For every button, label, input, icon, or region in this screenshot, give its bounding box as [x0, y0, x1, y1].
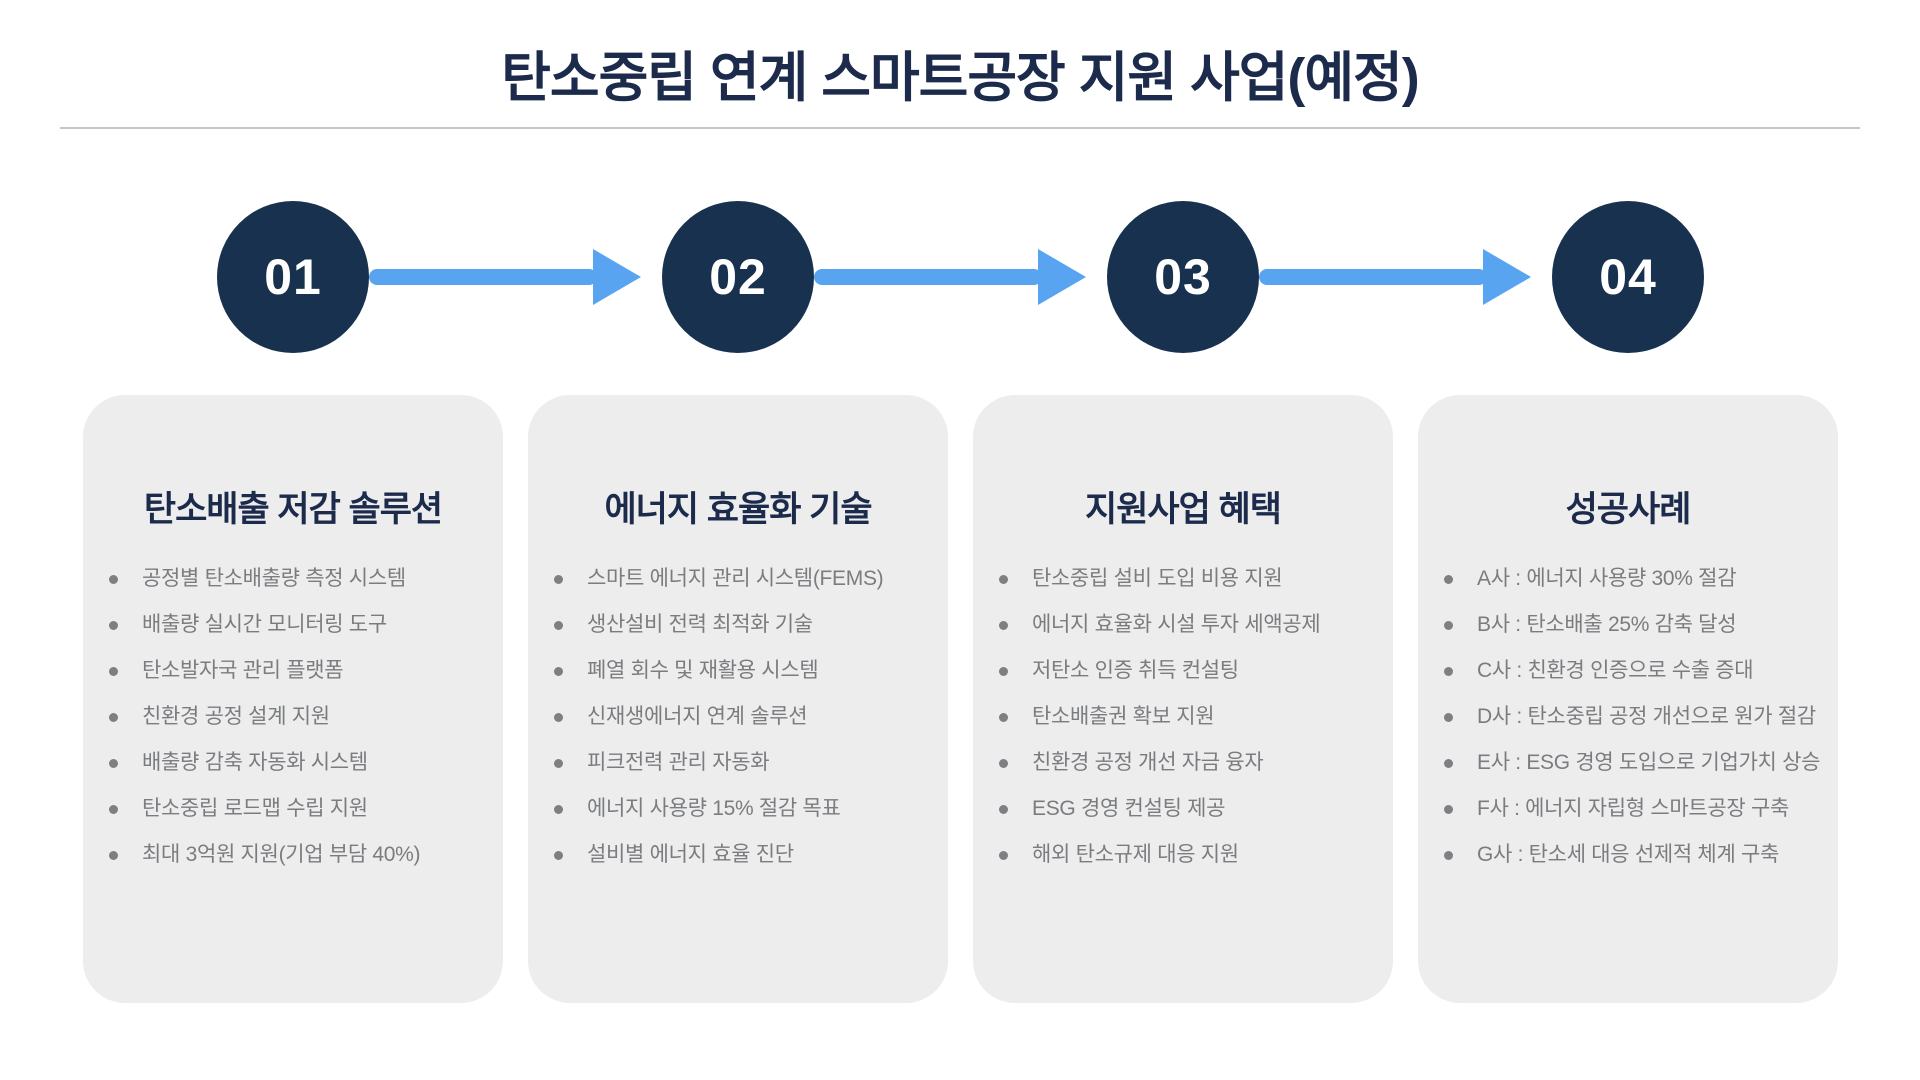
- bullet-icon: [999, 713, 1008, 722]
- bullet-icon: [109, 805, 118, 814]
- bullet-icon: [1444, 575, 1453, 584]
- card-title: 지원사업 혜택: [1085, 490, 1282, 529]
- bullet-icon: [1444, 759, 1453, 768]
- bullet-icon: [554, 575, 563, 584]
- list-item: D사 : 탄소중립 공정 개선으로 원가 절감: [1444, 703, 1818, 731]
- bullet-icon: [109, 851, 118, 860]
- bullet-icon: [109, 713, 118, 722]
- card-bullet-list: 탄소중립 설비 도입 비용 지원 에너지 효율화 시설 투자 세액공제 저탄소 …: [999, 565, 1373, 869]
- bullet-icon: [109, 759, 118, 768]
- card-bullet-list: 스마트 에너지 관리 시스템(FEMS) 생산설비 전력 최적화 기술 폐열 회…: [554, 565, 928, 869]
- list-item: 탄소중립 설비 도입 비용 지원: [999, 565, 1373, 593]
- bullet-icon: [1444, 667, 1453, 676]
- list-item: 폐열 회수 및 재활용 시스템: [554, 657, 928, 685]
- arrow-right-icon: [814, 249, 1086, 305]
- list-item: 저탄소 인증 취득 컨설팅: [999, 657, 1373, 685]
- list-item: 탄소배출권 확보 지원: [999, 703, 1373, 731]
- step-number-3: 03: [1154, 249, 1212, 305]
- bullet-icon: [109, 575, 118, 584]
- step-circle-1: 01: [217, 201, 369, 353]
- bullet-icon: [554, 759, 563, 768]
- bullet-icon: [999, 667, 1008, 676]
- bullet-icon: [554, 805, 563, 814]
- card-energy-efficiency-tech: 에너지 효율화 기술 스마트 에너지 관리 시스템(FEMS) 생산설비 전력 …: [528, 395, 948, 1003]
- bullet-icon: [999, 759, 1008, 768]
- list-item: 해외 탄소규제 대응 지원: [999, 841, 1373, 869]
- bullet-icon: [1444, 851, 1453, 860]
- list-item: 배출량 실시간 모니터링 도구: [109, 611, 483, 639]
- step-circle-4: 04: [1552, 201, 1704, 353]
- bullet-icon: [999, 575, 1008, 584]
- step-number-1: 01: [264, 249, 322, 305]
- card-carbon-reduction-solutions: 탄소배출 저감 솔루션 공정별 탄소배출량 측정 시스템 배출량 실시간 모니터…: [83, 395, 503, 1003]
- card-title: 탄소배출 저감 솔루션: [143, 490, 443, 529]
- card-title: 에너지 효율화 기술: [604, 490, 872, 529]
- bullet-icon: [554, 851, 563, 860]
- arrow-shaft: [1259, 269, 1487, 285]
- card-success-cases: 성공사례 A사 : 에너지 사용량 30% 절감 B사 : 탄소배출 25% 감…: [1418, 395, 1838, 1003]
- list-item: A사 : 에너지 사용량 30% 절감: [1444, 565, 1818, 593]
- arrow-head: [1483, 249, 1531, 305]
- list-item: 에너지 사용량 15% 절감 목표: [554, 795, 928, 823]
- card-support-benefits: 지원사업 혜택 탄소중립 설비 도입 비용 지원 에너지 효율화 시설 투자 세…: [973, 395, 1393, 1003]
- arrow-shaft: [814, 269, 1042, 285]
- list-item: ESG 경영 컨설팅 제공: [999, 795, 1373, 823]
- card-title: 성공사례: [1565, 490, 1692, 529]
- list-item: 공정별 탄소배출량 측정 시스템: [109, 565, 483, 593]
- bullet-icon: [1444, 621, 1453, 630]
- list-item: 신재생에너지 연계 솔루션: [554, 703, 928, 731]
- arrow-shaft: [369, 269, 597, 285]
- step-number-2: 02: [709, 249, 767, 305]
- list-item: 설비별 에너지 효율 진단: [554, 841, 928, 869]
- list-item: 피크전력 관리 자동화: [554, 749, 928, 777]
- list-item: 친환경 공정 개선 자금 융자: [999, 749, 1373, 777]
- list-item: 탄소발자국 관리 플랫폼: [109, 657, 483, 685]
- bullet-icon: [109, 667, 118, 676]
- bullet-icon: [1444, 805, 1453, 814]
- list-item: F사 : 에너지 자립형 스마트공장 구축: [1444, 795, 1818, 823]
- step-number-4: 04: [1599, 249, 1657, 305]
- list-item: 스마트 에너지 관리 시스템(FEMS): [554, 565, 928, 593]
- arrow-head: [593, 249, 641, 305]
- bullet-icon: [999, 621, 1008, 630]
- bullet-icon: [999, 851, 1008, 860]
- list-item: 친환경 공정 설계 지원: [109, 703, 483, 731]
- list-item: G사 : 탄소세 대응 선제적 체계 구축: [1444, 841, 1818, 869]
- step-circle-2: 02: [662, 201, 814, 353]
- list-item: C사 : 친환경 인증으로 수출 증대: [1444, 657, 1818, 685]
- bullet-icon: [554, 621, 563, 630]
- arrow-right-icon: [1259, 249, 1531, 305]
- list-item: 에너지 효율화 시설 투자 세액공제: [999, 611, 1373, 639]
- card-bullet-list: 공정별 탄소배출량 측정 시스템 배출량 실시간 모니터링 도구 탄소발자국 관…: [109, 565, 483, 869]
- bullet-icon: [999, 805, 1008, 814]
- page-title: 탄소중립 연계 스마트공장 지원 사업(예정): [501, 48, 1420, 108]
- list-item: 생산설비 전력 최적화 기술: [554, 611, 928, 639]
- arrow-right-icon: [369, 249, 641, 305]
- step-circle-3: 03: [1107, 201, 1259, 353]
- divider: [60, 127, 1860, 129]
- bullet-icon: [1444, 713, 1453, 722]
- list-item: 최대 3억원 지원(기업 부담 40%): [109, 841, 483, 869]
- bullet-icon: [554, 713, 563, 722]
- bullet-icon: [109, 621, 118, 630]
- arrow-head: [1038, 249, 1086, 305]
- list-item: B사 : 탄소배출 25% 감축 달성: [1444, 611, 1818, 639]
- list-item: 배출량 감축 자동화 시스템: [109, 749, 483, 777]
- bullet-icon: [554, 667, 563, 676]
- list-item: E사 : ESG 경영 도입으로 기업가치 상승: [1444, 749, 1820, 777]
- card-bullet-list: A사 : 에너지 사용량 30% 절감 B사 : 탄소배출 25% 감축 달성 …: [1444, 565, 1820, 869]
- list-item: 탄소중립 로드맵 수립 지원: [109, 795, 483, 823]
